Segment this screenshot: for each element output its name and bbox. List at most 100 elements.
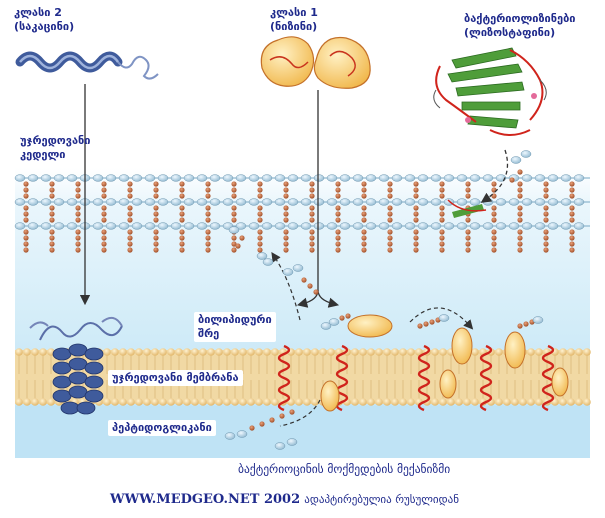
peptide-bridge bbox=[335, 217, 340, 222]
peptide-bridge bbox=[569, 217, 574, 222]
peptide-bridge bbox=[413, 187, 418, 192]
peptide-bridge bbox=[335, 211, 340, 216]
sugar-unit bbox=[314, 199, 324, 206]
sugar-unit bbox=[249, 175, 259, 182]
footer: WWW.MEDGEO.NET 2002 ადაპტირებულია რუსული… bbox=[110, 492, 459, 507]
sugar-unit bbox=[522, 175, 532, 182]
sugar-unit bbox=[366, 199, 376, 206]
peptide-bridge bbox=[543, 211, 548, 216]
lipid-bilayer-line2: შრე bbox=[198, 327, 272, 341]
peptide-bridge bbox=[309, 205, 314, 210]
peptide-bridge bbox=[543, 187, 548, 192]
sugar-unit bbox=[561, 223, 571, 230]
sugar-unit bbox=[340, 223, 350, 230]
peptide-bridge bbox=[387, 193, 392, 198]
sugar-unit bbox=[197, 175, 207, 182]
peptide-bridge bbox=[205, 205, 210, 210]
sugar-unit bbox=[197, 223, 207, 230]
sugar-unit bbox=[574, 223, 584, 230]
bacteriolysin-lysostaphin-protein bbox=[434, 48, 547, 135]
sugar-unit bbox=[418, 223, 428, 230]
sugar-unit bbox=[340, 175, 350, 182]
peptide-bridge bbox=[257, 217, 262, 222]
peptide-bridge bbox=[127, 187, 132, 192]
peptide-bridge bbox=[23, 193, 28, 198]
sugar-unit bbox=[54, 223, 64, 230]
peptide-bridge bbox=[205, 181, 210, 186]
sugar-unit bbox=[522, 223, 532, 230]
peptide-bridge bbox=[283, 205, 288, 210]
sugar-unit bbox=[353, 223, 363, 230]
peptide-bridge bbox=[231, 205, 236, 210]
class1-label: კლასი 1 (ნიზინი) bbox=[270, 6, 318, 34]
peptide-bridge bbox=[335, 181, 340, 186]
peptide-bridge bbox=[439, 211, 444, 216]
sugar-unit bbox=[574, 175, 584, 182]
sugar-unit bbox=[483, 199, 493, 206]
sugar-unit bbox=[132, 175, 142, 182]
sugar-unit bbox=[496, 199, 506, 206]
peptide-bridge bbox=[153, 211, 158, 216]
sugar-unit bbox=[184, 175, 194, 182]
class2-subtitle: (საკაცინი) bbox=[14, 20, 74, 34]
sugar-unit bbox=[28, 223, 38, 230]
peptide-bridge bbox=[75, 217, 80, 222]
sugar-unit bbox=[54, 175, 64, 182]
sugar-unit bbox=[457, 175, 467, 182]
peptide-bridge bbox=[569, 187, 574, 192]
sugar-unit bbox=[301, 223, 311, 230]
peptide-bridge bbox=[387, 205, 392, 210]
sugar-unit bbox=[548, 199, 558, 206]
bacteriolysins-title: ბაქტერიოლიზინები bbox=[464, 12, 575, 26]
class2-label: კლასი 2 (საკაცინი) bbox=[14, 6, 74, 34]
sugar-unit bbox=[548, 175, 558, 182]
sugar-unit bbox=[392, 223, 402, 230]
sugar-unit bbox=[210, 199, 220, 206]
peptide-bridge bbox=[257, 187, 262, 192]
peptide-bridge bbox=[205, 187, 210, 192]
sugar-unit bbox=[535, 199, 545, 206]
peptide-bridge bbox=[127, 205, 132, 210]
sugar-unit bbox=[327, 223, 337, 230]
sugar-unit bbox=[301, 175, 311, 182]
peptide-bridge bbox=[569, 211, 574, 216]
peptide-bridge bbox=[153, 217, 158, 222]
peptide-bridge bbox=[387, 187, 392, 192]
peptide-bridge bbox=[517, 193, 522, 198]
sugar-unit bbox=[28, 199, 38, 206]
sugar-unit bbox=[93, 223, 103, 230]
sugar-unit bbox=[119, 199, 129, 206]
sugar-unit bbox=[145, 199, 155, 206]
sugar-unit bbox=[392, 199, 402, 206]
sugar-unit bbox=[288, 223, 298, 230]
peptidoglycan-label: პეპტიდოგლიკანი bbox=[108, 420, 216, 436]
peptide-bridge bbox=[309, 181, 314, 186]
peptide-bridge bbox=[127, 211, 132, 216]
peptide-bridge bbox=[361, 193, 366, 198]
sugar-unit bbox=[327, 175, 337, 182]
peptide-bridge bbox=[283, 217, 288, 222]
peptide-bridge bbox=[517, 205, 522, 210]
sugar-unit bbox=[119, 175, 129, 182]
peptide-bridge bbox=[543, 181, 548, 186]
sugar-unit bbox=[249, 223, 259, 230]
sugar-unit bbox=[210, 223, 220, 230]
sugar-unit bbox=[15, 175, 25, 182]
sugar-unit bbox=[535, 175, 545, 182]
sugar-unit bbox=[132, 223, 142, 230]
sugar-unit bbox=[379, 223, 389, 230]
sugar-unit bbox=[288, 175, 298, 182]
peptide-bridge bbox=[309, 193, 314, 198]
peptide-bridge bbox=[283, 181, 288, 186]
sugar-unit bbox=[15, 223, 25, 230]
sugar-unit bbox=[158, 199, 168, 206]
bacteriolysins-subtitle: (ლიზოსტაფინი) bbox=[464, 26, 575, 40]
peptide-bridge bbox=[179, 211, 184, 216]
sugar-unit bbox=[366, 223, 376, 230]
peptide-bridge bbox=[231, 193, 236, 198]
peptide-bridge bbox=[75, 187, 80, 192]
peptide-bridge bbox=[569, 193, 574, 198]
sugar-unit bbox=[15, 199, 25, 206]
sugar-unit bbox=[548, 223, 558, 230]
